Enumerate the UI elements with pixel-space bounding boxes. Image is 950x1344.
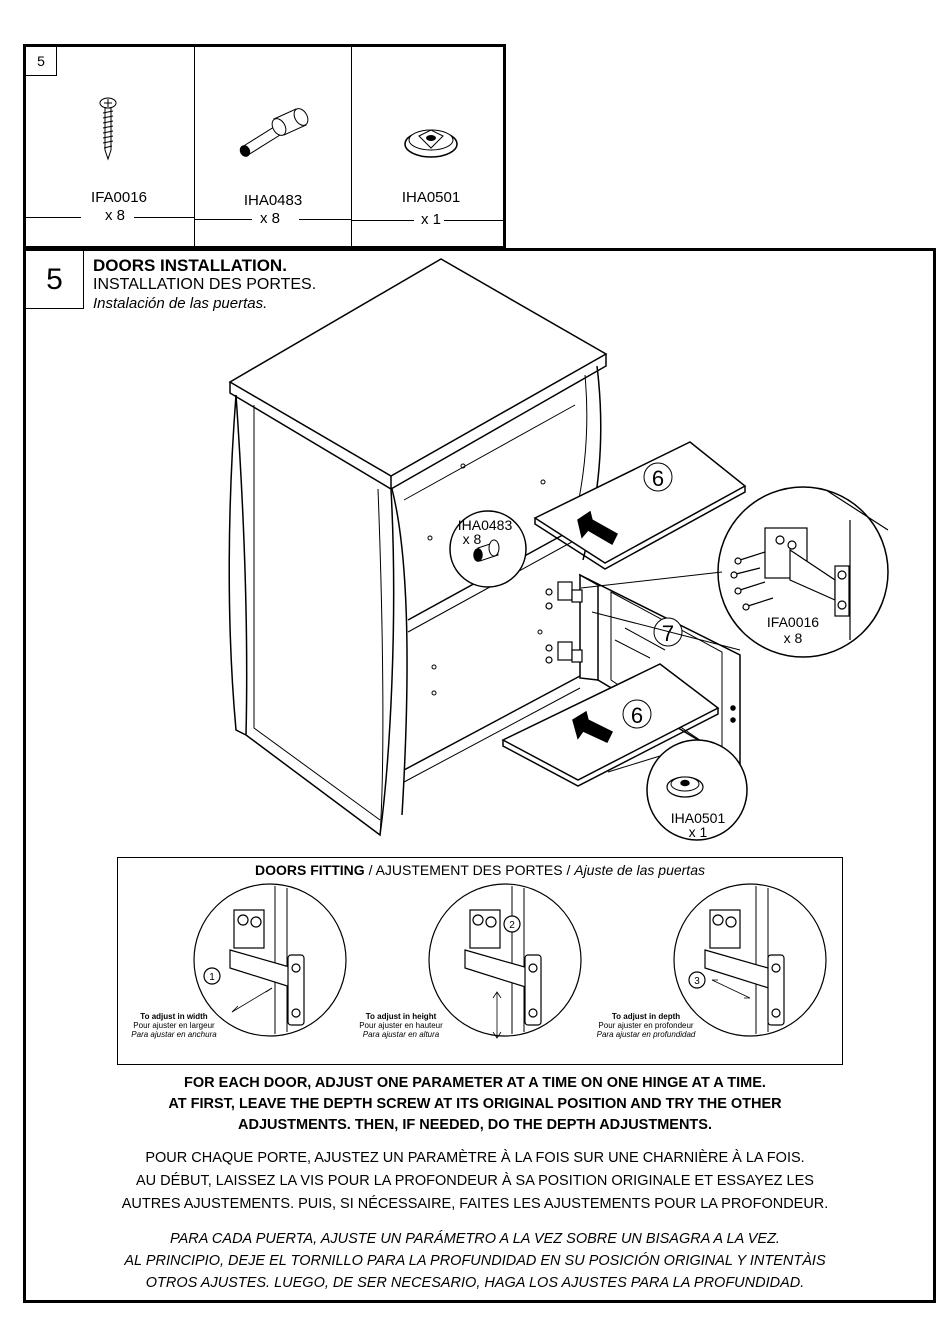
caption-fr: Pour ajuster en hauteur <box>359 1021 443 1030</box>
door-number-bottom: 6 <box>631 703 643 728</box>
hinge-detail <box>730 489 889 640</box>
callout-circle <box>622 699 652 729</box>
mounted-hinges <box>545 581 583 664</box>
door-panel-6-bottom-edge <box>502 708 719 787</box>
screw-icon <box>99 97 117 161</box>
fitting-title-sep: / <box>562 862 575 878</box>
door-number-panel: 7 <box>662 621 674 646</box>
instructions-en: FOR EACH DOOR, ADJUST ONE PARAMETER AT A… <box>25 1073 925 1136</box>
divider <box>26 217 81 218</box>
fitting-caption-depth: To adjust in depth Pour ajuster en profo… <box>591 1012 701 1039</box>
fitting-title-fr: AJUSTEMENT DES PORTES <box>375 862 563 878</box>
step-title-fr: INSTALLATION DES PORTES. <box>93 276 317 293</box>
bottom-shelf <box>403 675 581 771</box>
hinge-holes <box>427 463 546 696</box>
part-code-screw: IFA0016 <box>91 189 147 206</box>
instructions-fr: POUR CHAQUE PORTE, AJUSTEZ UN PARAMÈTRE … <box>25 1147 925 1216</box>
instruction-line: AT FIRST, LEAVE THE DEPTH SCREW AT ITS O… <box>168 1096 782 1112</box>
fitting-title-en: DOORS FITTING <box>255 862 365 878</box>
divider <box>194 219 252 220</box>
instruction-line: AL PRINCIPIO, DEJE EL TORNILLO PARA LA P… <box>124 1253 826 1269</box>
part-qty-pad: x 1 <box>420 211 441 228</box>
caption-es: Para ajustar en altura <box>362 1030 440 1039</box>
part-code-handle: IHA0483 <box>243 192 303 209</box>
front-edge <box>377 488 384 836</box>
assembly-diagram: IHA0483 x 8 IFA0016 x 8 IHA0501 x 1 6 7 … <box>228 258 889 841</box>
fitting-num-1: 1 <box>209 972 215 983</box>
handle-callout-label: IHA0483 <box>458 517 513 533</box>
step-frame <box>23 248 936 1303</box>
parts-step-number: 5 <box>26 47 57 76</box>
pad-callout-qty: x 1 <box>689 824 708 840</box>
handle-icon <box>239 108 309 157</box>
fitting-diagrams: 1 2 3 <box>193 883 827 1039</box>
instruction-line: FOR EACH DOOR, ADJUST ONE PARAMETER AT A… <box>184 1075 766 1091</box>
part-qty-screw: x 8 <box>104 207 125 224</box>
hinge-callout-label: IFA0016 <box>767 614 819 630</box>
parts-cell-handle <box>194 47 352 246</box>
pad-callout-label: IHA0501 <box>671 810 726 826</box>
callout-leader <box>607 755 661 773</box>
instruction-line: POUR CHAQUE PORTE, AJUSTEZ UN PARAMÈTRE … <box>145 1150 805 1166</box>
fitting-num-2: 2 <box>509 920 515 931</box>
instructions-es: PARA CADA PUERTA, AJUSTE UN PARÁMETRO A … <box>25 1228 925 1294</box>
caption-es: Para ajustar en anchura <box>131 1030 217 1039</box>
divider <box>299 219 351 220</box>
divider <box>444 220 504 221</box>
fitting-panel-width <box>193 883 347 1037</box>
door-edge <box>579 573 599 681</box>
fitting-title-sep: / <box>364 862 376 878</box>
instruction-line: ADJUSTMENTS. THEN, IF NEEDED, DO THE DEP… <box>238 1117 712 1133</box>
step-title-en: DOORS INSTALLATION. <box>93 256 287 275</box>
caption-fr: Pour ajuster en largeur <box>133 1021 215 1030</box>
instruction-line: AU DÉBUT, LAISSEZ LA VIS POUR LA PROFOND… <box>136 1173 814 1189</box>
fitting-panel-height <box>428 883 582 1039</box>
divider <box>351 220 414 221</box>
arrow-icon <box>577 510 618 546</box>
caption-en: To adjust in height <box>365 1012 437 1021</box>
parts-table: 5 IFA0016 x 8 IHA0483 x 8 IHA0501 x 1 <box>23 44 506 249</box>
handle-callout-qty: x 8 <box>463 531 482 547</box>
cabinet-leg-left <box>228 394 247 736</box>
cabinet-front-leg <box>391 488 408 816</box>
fitting-panel-depth <box>673 883 827 1037</box>
instruction-line: OTROS AJUSTES. LUEGO, DE SER NECESARIO, … <box>145 1275 805 1291</box>
fitting-caption-width: To adjust in width Pour ajuster en large… <box>119 1012 229 1039</box>
step-title-es: Instalación de las puertas. <box>93 295 268 312</box>
step-number: 5 <box>26 251 84 309</box>
door-panel-6-top-edge <box>534 486 746 570</box>
caption-es: Para ajustar en profundidad <box>596 1030 696 1039</box>
caption-en: To adjust in width <box>140 1012 208 1021</box>
arrow-icon <box>572 710 614 743</box>
bottom-shelf-edge <box>403 687 581 783</box>
cabinet-left-side <box>235 394 395 837</box>
pad-icon <box>404 129 458 158</box>
side-panel-line <box>253 405 381 821</box>
cabinet-top <box>228 258 608 477</box>
callout-leader <box>580 571 741 651</box>
hinge-callout-qty: x 8 <box>784 630 803 646</box>
parts-cell-screw <box>26 47 195 246</box>
glass-reflection <box>614 627 666 659</box>
part-code-pad: IHA0501 <box>401 189 461 206</box>
door-number-top: 6 <box>652 466 664 491</box>
fitting-title-es: Ajuste de las puertas <box>574 862 705 878</box>
divider <box>134 217 194 218</box>
caption-en: To adjust in depth <box>611 1012 681 1021</box>
interior-line <box>403 404 576 501</box>
part-qty-handle: x 8 <box>259 210 280 227</box>
caption-fr: Pour ajuster en profondeur <box>598 1021 694 1030</box>
instruction-line: AUTRES AJUSTEMENTS. PUIS, SI NÉCESSAIRE,… <box>121 1196 829 1212</box>
callout-circle <box>643 462 673 492</box>
fitting-num-3: 3 <box>694 976 700 987</box>
fitting-caption-height: To adjust in height Pour ajuster en haut… <box>346 1012 456 1039</box>
doors-fitting-box <box>117 857 843 1065</box>
fitting-title: DOORS FITTING / AJUSTEMENT DES PORTES / … <box>117 862 843 878</box>
cabinet-top-edge <box>229 354 607 491</box>
instruction-line: PARA CADA PUERTA, AJUSTE UN PARÁMETRO A … <box>170 1231 780 1247</box>
